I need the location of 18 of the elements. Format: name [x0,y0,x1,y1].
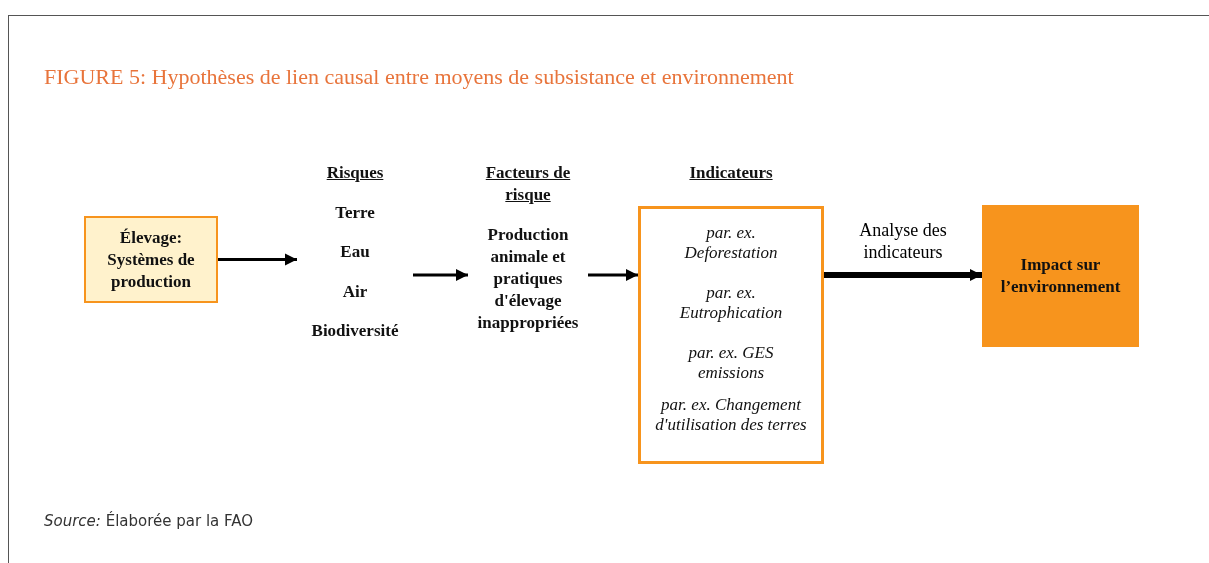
column-item: Eau [339,241,371,263]
column-item: Production animale et pratiques d'élevage inappropriées [476,224,580,334]
result-box [982,205,1139,347]
indicator-text: par. ex. GES emissions [686,343,775,383]
indicator-text: par. ex. Changement d'utilisation des terres [654,395,808,435]
column-heading: Indicateurs [688,162,774,184]
column-item: Biodiversité [310,320,400,342]
indicator-text: par. ex. Eutrophication [678,283,784,323]
box-text: Élevage: Systèmes de production [106,226,196,293]
indicator-text: par. ex. Deforestation [683,223,779,263]
column-item: Air [341,281,369,303]
box-text: Impact sur l’environnement [999,254,1122,298]
column-item: Terre [334,202,376,224]
column-heading: Facteurs de risque [484,162,572,206]
column-heading: Risques [325,162,385,184]
figure-title: FIGURE 5: Hypothèses de lien causal entre moyens de subsistance et environnement [44,64,794,90]
process-box [84,216,218,303]
source-note: Source: Élaborée par la FAO [44,512,254,530]
